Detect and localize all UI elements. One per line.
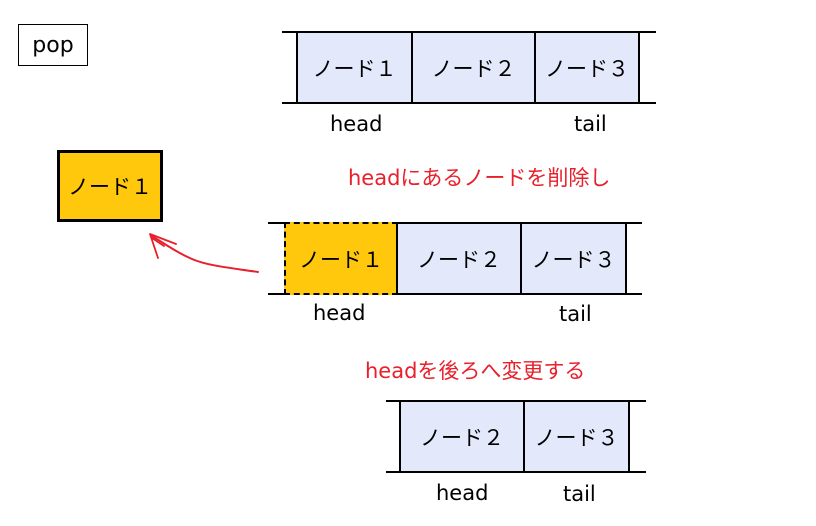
tail-label: tail xyxy=(559,302,592,326)
removed-node: ノード１ xyxy=(57,150,163,222)
node-cell: ノード２ xyxy=(411,31,536,104)
popped-node-cell: ノード１ xyxy=(284,222,398,295)
head-label: head xyxy=(436,481,489,505)
node-label: ノード２ xyxy=(417,247,501,272)
tail-label: tail xyxy=(563,482,596,506)
node-label: ノード３ xyxy=(534,425,619,450)
node-label: ノード１ xyxy=(68,175,152,199)
step2-note: headを後ろへ変更する xyxy=(365,359,586,383)
node-label: ノード２ xyxy=(431,56,516,81)
tail-label: tail xyxy=(574,112,607,136)
head-label: head xyxy=(313,301,366,325)
diagram-title: pop xyxy=(18,24,88,66)
node-label: ノード３ xyxy=(531,247,616,272)
node-cell: ノード２ xyxy=(399,400,525,473)
node-cell: ノード２ xyxy=(396,222,522,295)
step1-note: headにあるノードを削除し xyxy=(348,166,611,190)
head-label: head xyxy=(330,112,383,136)
arrow-stroke xyxy=(151,235,259,273)
node-label: ノード２ xyxy=(420,425,504,450)
node-label: ノード１ xyxy=(299,247,383,272)
node-cell: ノード３ xyxy=(534,31,640,104)
node-cell: ノード３ xyxy=(523,400,630,473)
node-cell: ノード３ xyxy=(520,222,627,295)
node-cell: ノード１ xyxy=(296,31,413,104)
node-label: ノード１ xyxy=(312,56,397,81)
node-label: ノード３ xyxy=(545,56,629,81)
arrow-head xyxy=(149,233,177,259)
